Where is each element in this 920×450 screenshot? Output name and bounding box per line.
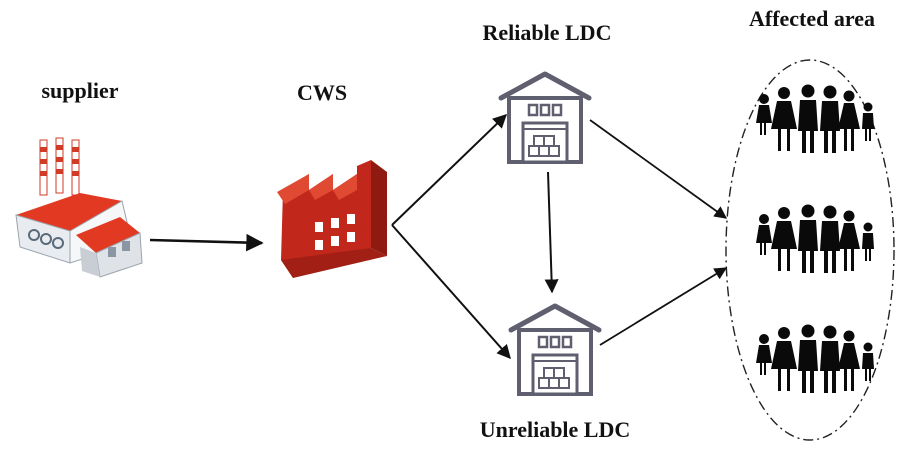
family-icon — [756, 324, 874, 393]
factory-icon — [15, 137, 143, 278]
unreliable-ldc-label: Unreliable LDC — [480, 417, 631, 442]
affected-area-label: Affected area — [749, 6, 875, 31]
affected-area-boundary — [725, 59, 895, 441]
cws-factory-icon — [277, 160, 387, 278]
cws-label: CWS — [297, 80, 347, 105]
family-icon — [756, 204, 874, 273]
unreliable-ldc-warehouse-icon — [511, 306, 599, 394]
arrow-unreliable-ldc-to-affected-area — [599, 267, 728, 346]
reliable-ldc-label: Reliable LDC — [483, 20, 612, 45]
arrow-reliable-ldc-to-affected-area — [589, 119, 728, 219]
arrow-supplier-to-cws — [149, 233, 264, 252]
reliable-ldc-warehouse-icon — [501, 74, 589, 162]
family-icon — [756, 84, 874, 153]
arrow-cws-to-reliable-ldc — [391, 114, 508, 226]
arrow-cws-to-unreliable-ldc — [391, 224, 511, 360]
arrow-reliable-to-unreliable-ldc — [544, 171, 559, 294]
supplier-label: supplier — [41, 78, 118, 103]
